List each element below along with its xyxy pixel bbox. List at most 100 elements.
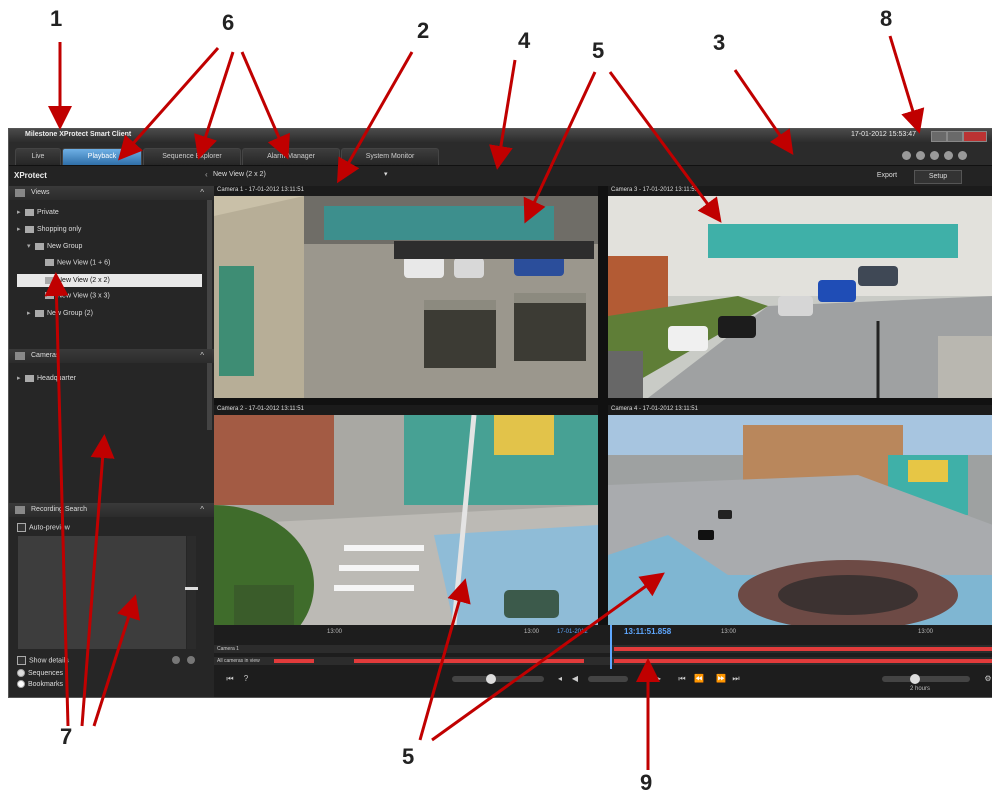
grid-divider — [598, 186, 608, 625]
arrow-icon[interactable] — [916, 151, 925, 160]
camera-title: Camera 3 - 17-01-2012 13:11:51 — [611, 187, 698, 193]
bookmarks-radio[interactable]: Bookmarks — [17, 680, 63, 688]
recording-search-header[interactable]: Recording Search ^ — [9, 503, 214, 517]
help-icon[interactable]: ? — [243, 674, 249, 683]
time-tick: 13:00 — [327, 629, 343, 635]
callout-9: 9 — [640, 770, 653, 795]
view-selector[interactable]: New View (2 x 2) ▾ — [206, 170, 392, 182]
camera-feed-4[interactable] — [608, 415, 992, 625]
camera-feed-3[interactable] — [608, 196, 992, 398]
callout-7: 7 — [60, 724, 73, 749]
camera-tile-3[interactable]: Camera 3 - 17-01-2012 13:11:51 — [608, 186, 992, 398]
print-icon[interactable] — [172, 656, 180, 664]
step-back-icon[interactable]: ◂ — [557, 674, 562, 683]
playback-cursor[interactable] — [610, 625, 612, 669]
recording-search-title: Recording Search — [31, 506, 88, 513]
search-icon — [15, 506, 25, 514]
view-selector-value: New View (2 x 2) — [213, 171, 266, 178]
last-icon[interactable]: ⏭ — [732, 674, 740, 683]
status-icon[interactable] — [930, 151, 939, 160]
camera-tile-1[interactable]: Camera 1 - 17-01-2012 13:11:51 — [214, 186, 598, 398]
help-icon[interactable] — [944, 151, 953, 160]
window-title: Milestone XProtect Smart Client — [25, 131, 132, 138]
time-tick: 13:00 — [524, 629, 540, 635]
tree-item-headquarter[interactable]: ▸Headquarter — [17, 374, 76, 382]
callout-1: 1 — [50, 6, 63, 31]
span-slider[interactable] — [882, 674, 970, 684]
collapse-icon[interactable]: ^ — [200, 505, 204, 514]
grid-icon — [15, 189, 25, 197]
camera-feed-2[interactable] — [214, 415, 598, 625]
folder-icon — [35, 309, 44, 317]
views-pane-header[interactable]: Views ^ — [9, 186, 214, 200]
callout-5-bottom: 5 — [402, 744, 415, 769]
collapse-icon[interactable]: ^ — [200, 351, 204, 360]
app-name: XProtect — [14, 171, 47, 180]
first-icon[interactable]: ⏮ — [678, 674, 686, 683]
refresh-icon[interactable] — [187, 656, 195, 664]
cameras-pane-header[interactable]: Cameras ^ — [9, 349, 214, 363]
callout-6: 6 — [222, 10, 235, 35]
search-preview — [18, 536, 186, 649]
tree-item-private[interactable]: ▸Private — [17, 208, 59, 216]
previous-icon[interactable]: ⏪ — [694, 674, 704, 683]
collapse-icon[interactable]: ^ — [200, 188, 204, 197]
slider-knob[interactable] — [486, 674, 496, 684]
export-button[interactable]: Export — [876, 172, 898, 179]
folder-icon — [25, 208, 34, 216]
time-field[interactable] — [588, 676, 628, 682]
sidebar-scrollbar[interactable] — [207, 200, 212, 430]
smart-client-window: Milestone XProtect Smart Client 17-01-20… — [8, 128, 992, 698]
settings-icon[interactable] — [958, 151, 967, 160]
folder-icon — [35, 242, 44, 250]
camera-tile-2[interactable]: Camera 2 - 17-01-2012 13:11:51 — [214, 405, 598, 625]
camera-feed-1[interactable] — [214, 196, 598, 398]
time-tick: 13:00 — [918, 629, 934, 635]
camera-view-grid: Camera 1 - 17-01-2012 13:11:51 — [214, 186, 992, 625]
maximize-button[interactable] — [947, 131, 963, 142]
views-header: Views — [31, 189, 50, 196]
tree-item-new-group-2[interactable]: ▸New Group (2) — [27, 309, 93, 317]
tree-item-new-group[interactable]: ▾New Group — [27, 242, 83, 250]
folder-icon — [25, 225, 34, 233]
recording-bar — [614, 647, 992, 651]
playback-timeline[interactable]: 13:00 13:00 13:00 13:00 17-01-2012 13:11… — [214, 625, 992, 697]
speed-slider[interactable] — [452, 674, 544, 684]
setup-button[interactable]: Setup — [914, 170, 962, 184]
next-icon[interactable]: ⏩ — [716, 674, 726, 683]
gear-icon[interactable]: ⚙ — [984, 674, 992, 683]
track-label: Camera 1 — [217, 646, 239, 652]
slider-knob[interactable] — [910, 674, 920, 684]
track-camera-1[interactable]: Camera 1 — [214, 645, 992, 653]
camera-title: Camera 2 - 17-01-2012 13:11:51 — [217, 406, 304, 412]
skip-icon[interactable]: ⏮ — [226, 674, 234, 683]
slider-thumb[interactable] — [185, 587, 198, 590]
camera-title: Camera 1 - 17-01-2012 13:11:51 — [217, 187, 304, 193]
tree-item-view-1-6[interactable]: New View (1 + 6) — [45, 259, 110, 266]
switch-icon[interactable] — [902, 151, 911, 160]
play-reverse-icon[interactable]: ◀ — [571, 674, 579, 683]
clock: 17-01-2012 15:53:47 — [851, 131, 916, 138]
callout-8: 8 — [880, 6, 893, 31]
recording-bar — [614, 659, 992, 663]
show-details-checkbox[interactable]: Show details — [17, 656, 69, 665]
callout-5-top: 5 — [592, 38, 605, 63]
view-icon — [45, 259, 54, 266]
chevron-left-icon[interactable]: ‹ — [205, 170, 208, 179]
tree-item-shopping[interactable]: ▸Shopping only — [17, 225, 82, 233]
application-toolbar — [897, 151, 987, 163]
recording-bar — [274, 659, 314, 663]
span-label: 2 hours — [910, 686, 931, 692]
tab-live[interactable]: Live — [15, 148, 61, 165]
auto-preview-checkbox[interactable]: Auto-preview — [17, 523, 70, 532]
search-slider[interactable] — [185, 536, 198, 649]
callout-4: 4 — [518, 28, 531, 53]
sequences-radio[interactable]: Sequences — [17, 669, 63, 677]
track-all-cameras[interactable]: All cameras in view — [214, 657, 992, 665]
camera-icon — [15, 352, 25, 360]
close-button[interactable] — [963, 131, 987, 142]
minimize-button[interactable] — [931, 131, 947, 142]
callout-3: 3 — [713, 30, 726, 55]
camera-tile-4[interactable]: Camera 4 - 17-01-2012 13:11:51 — [608, 405, 992, 625]
